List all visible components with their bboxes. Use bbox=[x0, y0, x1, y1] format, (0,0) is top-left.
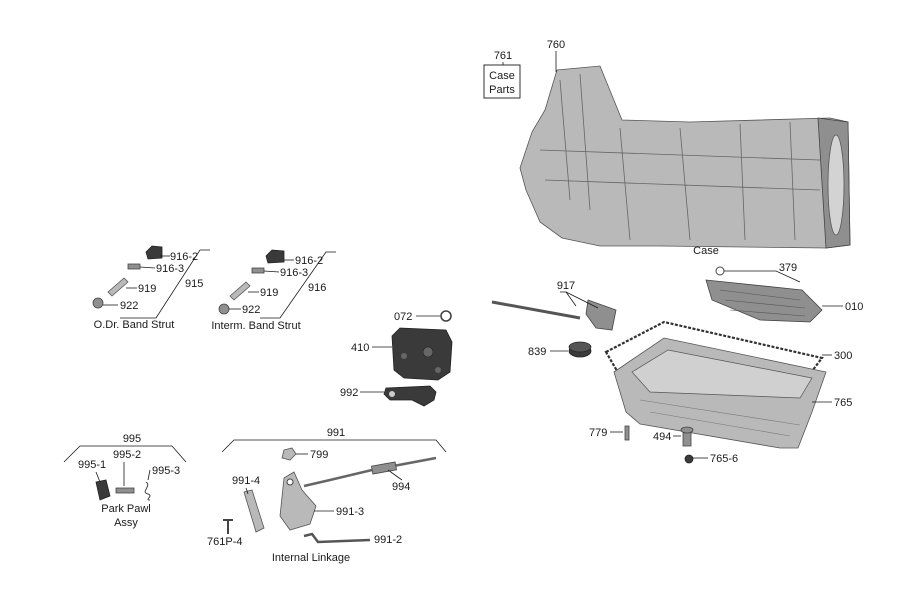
drain-plug-765-6-illustration[interactable] bbox=[684, 454, 694, 464]
label-922-a: 922 bbox=[120, 300, 138, 312]
internal-linkage-caption: Internal Linkage bbox=[272, 552, 350, 564]
label-010: 010 bbox=[845, 301, 863, 313]
bolt-779-illustration[interactable] bbox=[624, 425, 630, 441]
actuating-rod-994-illustration[interactable] bbox=[303, 456, 437, 488]
park-pawl-caption-1: Park Pawl bbox=[101, 503, 151, 515]
label-765: 765 bbox=[834, 397, 852, 409]
oring-379-illustration[interactable] bbox=[715, 266, 725, 276]
case-caption: Case bbox=[693, 245, 719, 257]
label-410: 410 bbox=[351, 342, 369, 354]
label-922-b: 922 bbox=[242, 304, 260, 316]
label-919-b: 919 bbox=[260, 287, 278, 299]
case-parts-label-2: Parts bbox=[489, 84, 515, 96]
label-995-1: 995-1 bbox=[78, 459, 106, 471]
label-760: 760 bbox=[547, 39, 565, 51]
label-916: 916 bbox=[308, 282, 326, 294]
detent-lever-991-3-illustration[interactable] bbox=[279, 471, 317, 531]
label-916-3-b: 916-3 bbox=[280, 267, 308, 279]
park-pawl-caption-2: Assy bbox=[114, 517, 138, 529]
park-pawl-assy-parts-illustration[interactable] bbox=[95, 479, 151, 501]
label-917: 917 bbox=[557, 280, 575, 292]
label-916-2-a: 916-2 bbox=[170, 251, 198, 263]
odr-band-strut-caption: O.Dr. Band Strut bbox=[94, 319, 175, 331]
label-765-6: 765-6 bbox=[710, 453, 738, 465]
lever-992-illustration[interactable] bbox=[383, 385, 437, 407]
label-995-3: 995-3 bbox=[152, 465, 180, 477]
label-799: 799 bbox=[310, 449, 328, 461]
pin-761p-4-illustration[interactable] bbox=[223, 519, 233, 534]
label-919-a: 919 bbox=[138, 283, 156, 295]
seal-839-illustration[interactable] bbox=[568, 341, 592, 358]
label-761p-4: 761P-4 bbox=[207, 536, 242, 548]
label-916-2-b: 916-2 bbox=[295, 255, 323, 267]
filter-illustration[interactable] bbox=[705, 279, 823, 323]
odr-band-strut-parts-illustration[interactable] bbox=[92, 245, 163, 309]
label-915: 915 bbox=[185, 278, 203, 290]
label-494: 494 bbox=[653, 431, 671, 443]
label-991-4: 991-4 bbox=[232, 475, 260, 487]
label-916-3-a: 916-3 bbox=[156, 263, 184, 275]
label-992: 992 bbox=[340, 387, 358, 399]
case-parts-label-1: Case bbox=[489, 70, 515, 82]
label-839: 839 bbox=[528, 346, 546, 358]
label-072: 072 bbox=[394, 311, 412, 323]
label-995-2: 995-2 bbox=[113, 449, 141, 461]
label-761: 761 bbox=[494, 50, 512, 62]
interm-band-strut-parts-illustration[interactable] bbox=[218, 249, 285, 315]
label-379: 379 bbox=[779, 262, 797, 274]
range-switch-410-illustration[interactable] bbox=[391, 327, 453, 381]
label-991-3: 991-3 bbox=[336, 506, 364, 518]
case-parts-box bbox=[483, 64, 521, 99]
label-991: 991 bbox=[327, 427, 345, 439]
interm-band-strut-caption: Interm. Band Strut bbox=[211, 320, 300, 332]
label-991-2: 991-2 bbox=[374, 534, 402, 546]
link-991-2-illustration[interactable] bbox=[303, 532, 371, 544]
oring-072-illustration[interactable] bbox=[440, 310, 452, 322]
nut-799-illustration[interactable] bbox=[281, 447, 297, 461]
lever-991-4-illustration[interactable] bbox=[243, 489, 265, 533]
label-779: 779 bbox=[589, 427, 607, 439]
transmission-case-illustration[interactable] bbox=[519, 65, 851, 249]
label-994: 994 bbox=[392, 481, 410, 493]
label-995: 995 bbox=[123, 433, 141, 445]
label-300: 300 bbox=[834, 350, 852, 362]
bolt-494-illustration[interactable] bbox=[680, 426, 694, 447]
manual-shaft-917-illustration[interactable] bbox=[491, 299, 617, 331]
oil-pan-illustration[interactable] bbox=[613, 337, 827, 449]
